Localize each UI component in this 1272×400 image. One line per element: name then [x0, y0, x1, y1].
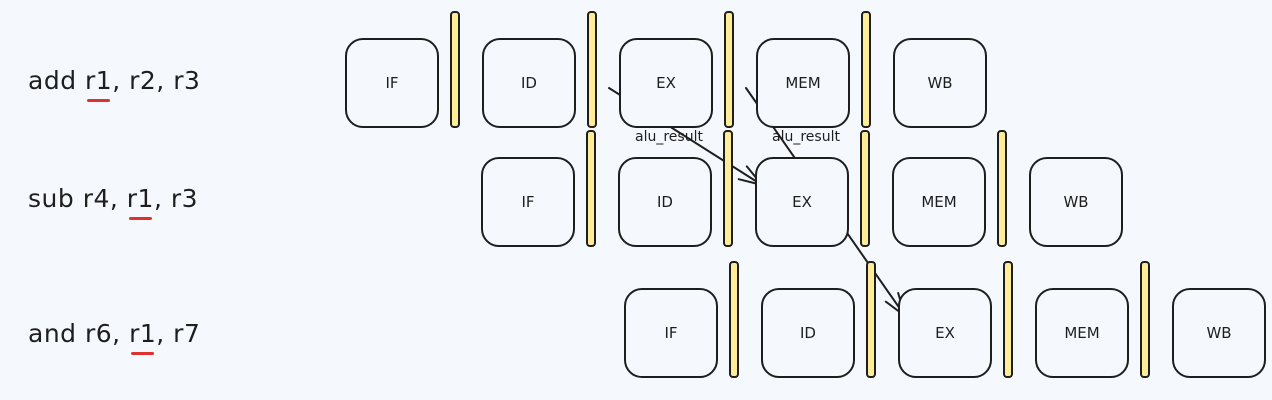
hazard-register-operand: r1 — [129, 319, 157, 355]
opcode: add — [28, 66, 86, 95]
pipeline-register — [729, 261, 739, 378]
stage-mem-box: MEM — [892, 157, 986, 247]
stage-mem-box: MEM — [1035, 288, 1129, 378]
stage-id-box: ID — [482, 38, 576, 128]
stage-wb-box: WB — [1029, 157, 1123, 247]
forwarding-label: alu_result — [635, 129, 703, 145]
pipeline-register — [861, 11, 871, 128]
opcode: sub — [28, 184, 83, 213]
pipeline-register — [1003, 261, 1013, 378]
hazard-register-operand: r1 — [85, 66, 113, 102]
instruction-add: add r1, r2, r3 — [28, 66, 201, 102]
stage-wb-box: WB — [893, 38, 987, 128]
register-operand: r3 — [170, 184, 199, 213]
stage-id-box: ID — [618, 157, 712, 247]
instruction-sub: sub r4, r1, r3 — [28, 184, 199, 220]
operand-separator: , — [156, 319, 174, 348]
register-operand: r4 — [82, 184, 110, 213]
pipeline-register — [997, 130, 1007, 247]
pipeline-register — [723, 130, 733, 247]
pipeline-register — [586, 130, 596, 247]
forwarding-label: alu_result — [772, 129, 840, 145]
pipeline-register — [450, 11, 460, 128]
operand-separator: , — [109, 184, 127, 213]
stage-if-box: IF — [345, 38, 439, 128]
stage-if-box: IF — [481, 157, 575, 247]
pipeline-register — [860, 130, 870, 247]
instruction-and: and r6, r1, r7 — [28, 319, 201, 355]
pipeline-register — [866, 261, 876, 378]
stage-ex-box: EX — [619, 38, 713, 128]
register-operand: r7 — [173, 319, 201, 348]
stage-ex-box: EX — [755, 157, 849, 247]
operand-separator: , — [112, 66, 130, 95]
hazard-register-operand: r1 — [126, 184, 154, 220]
stage-ex-box: EX — [898, 288, 992, 378]
register-operand: r6 — [84, 319, 113, 348]
pipeline-register — [724, 11, 734, 128]
stage-if-box: IF — [624, 288, 718, 378]
operand-separator: , — [156, 66, 174, 95]
register-operand: r3 — [173, 66, 201, 95]
pipeline-register — [1140, 261, 1150, 378]
operand-separator: , — [153, 184, 171, 213]
opcode: and — [28, 319, 85, 348]
pipeline-register — [587, 11, 597, 128]
stage-mem-box: MEM — [756, 38, 850, 128]
operand-separator: , — [112, 319, 130, 348]
stage-id-box: ID — [761, 288, 855, 378]
stage-wb-box: WB — [1172, 288, 1266, 378]
register-operand: r2 — [129, 66, 157, 95]
